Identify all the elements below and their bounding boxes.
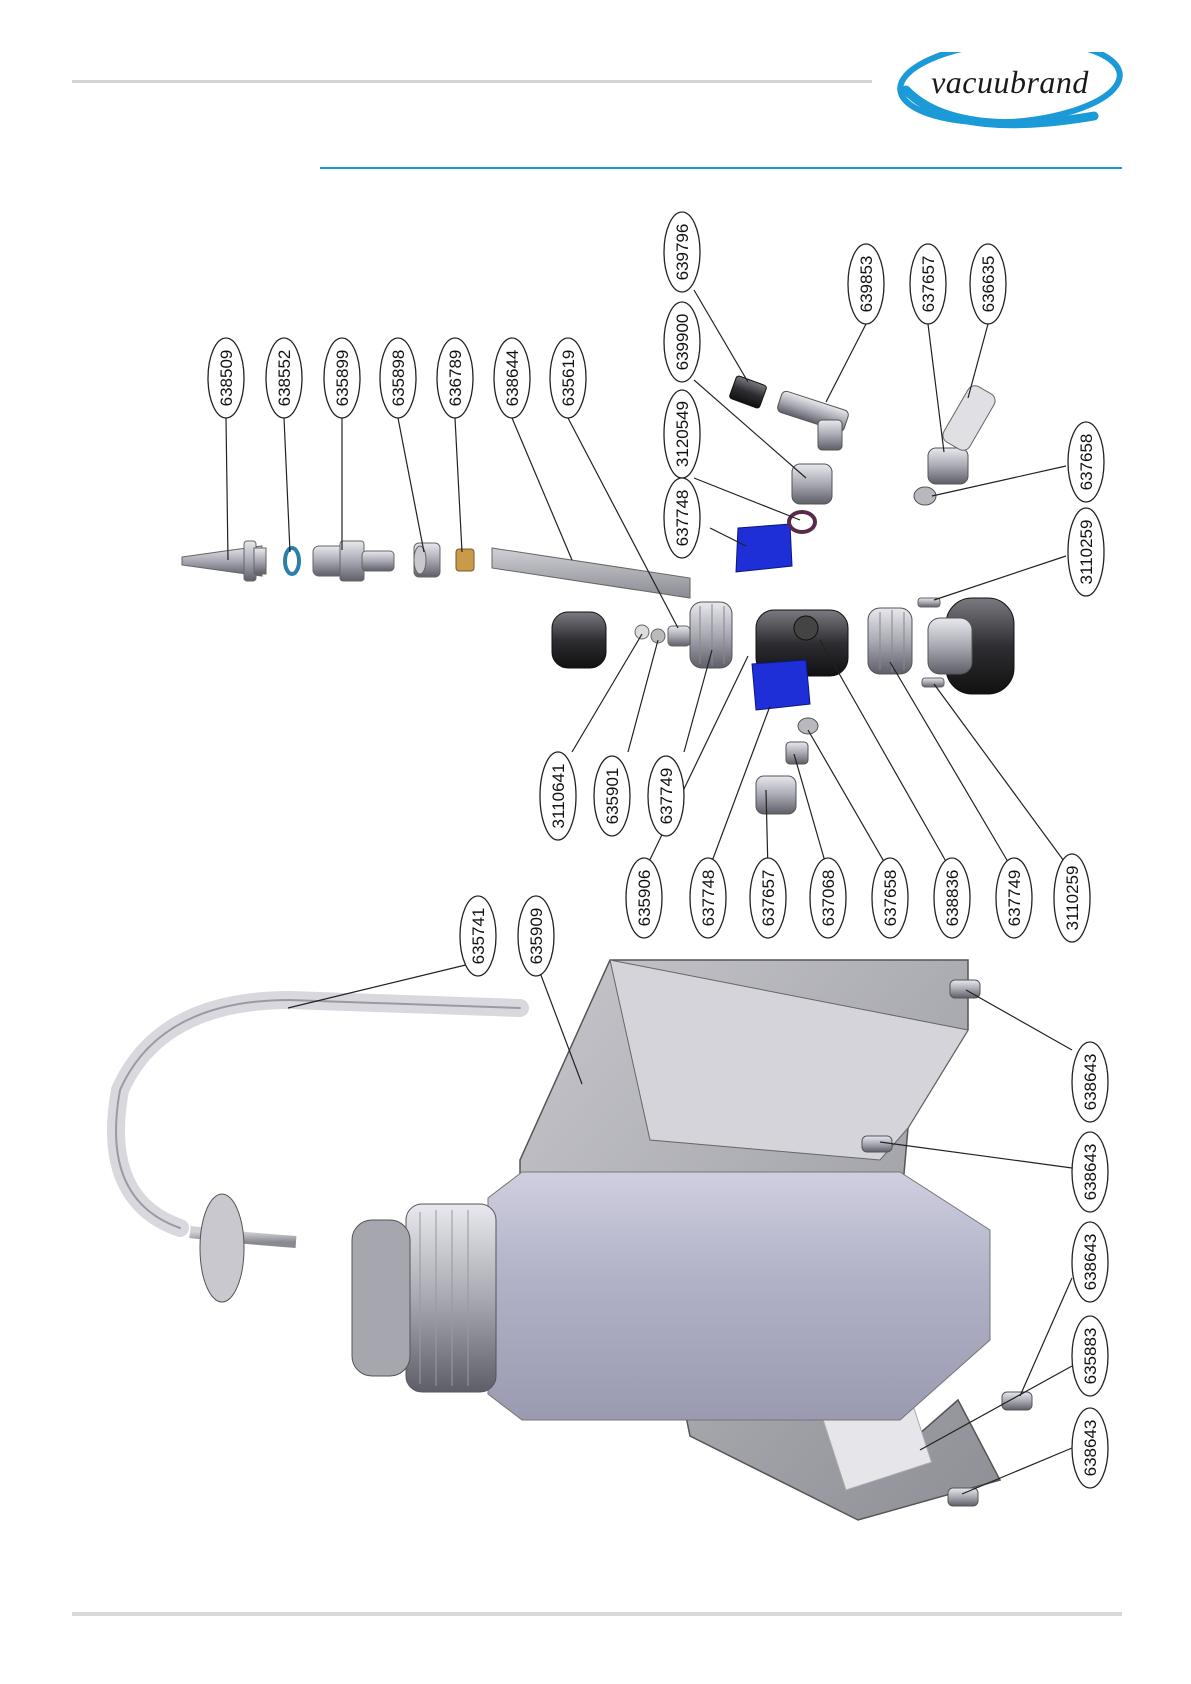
part-label-637749-right: 637749	[996, 858, 1032, 938]
part-label-635741: 635741	[460, 896, 496, 976]
adapter-639900	[792, 464, 832, 504]
part-label-638644: 638644	[494, 338, 530, 418]
part-label-637658-upper: 637658	[1068, 422, 1104, 502]
nut-635898	[414, 543, 440, 577]
part-label-637657-upper: 637657	[910, 244, 946, 324]
part-label-635899: 635899	[324, 338, 360, 418]
svg-text:637657: 637657	[919, 256, 938, 313]
screw-3110259-lower	[922, 678, 944, 687]
part-label-3120549: 3120549	[664, 390, 700, 478]
clip-637748-upper	[736, 524, 792, 572]
part-label-637749-left: 637749	[648, 756, 684, 836]
part-label-637657-lower: 637657	[750, 858, 786, 938]
svg-text:637748: 637748	[699, 870, 718, 927]
part-label-635898: 635898	[380, 338, 416, 418]
svg-text:638509: 638509	[217, 350, 236, 407]
part-label-638643-a: 638643	[1072, 1042, 1108, 1122]
svg-text:638644: 638644	[503, 350, 522, 407]
svg-text:637658: 637658	[881, 870, 900, 927]
ferrule-636789	[456, 549, 474, 571]
svg-text:636635: 636635	[979, 256, 998, 313]
part-label-638836: 638836	[934, 858, 970, 938]
hose-nozzle-638509	[182, 541, 266, 581]
part-label-637748-lower: 637748	[690, 858, 726, 938]
black-cap	[552, 612, 606, 668]
svg-text:639796: 639796	[673, 224, 692, 281]
svg-text:637658: 637658	[1077, 434, 1096, 491]
part-label-635909: 635909	[518, 896, 554, 976]
part-639796	[729, 375, 767, 408]
part-label-635883: 635883	[1072, 1316, 1108, 1396]
svg-text:635899: 635899	[333, 350, 352, 407]
svg-text:635741: 635741	[469, 908, 488, 965]
svg-text:638643: 638643	[1081, 1420, 1100, 1477]
part-label-638509: 638509	[208, 338, 244, 418]
svg-text:637748: 637748	[673, 490, 692, 547]
part-label-638643-b: 638643	[1072, 1132, 1108, 1212]
part-label-635906: 635906	[626, 858, 662, 938]
seal-3120549	[789, 512, 815, 532]
union-nut-637749-left	[690, 602, 732, 668]
coupling-638899	[313, 541, 394, 581]
svg-text:3110259: 3110259	[1063, 866, 1082, 931]
part-label-636635: 636635	[970, 244, 1006, 324]
svg-text:635898: 635898	[389, 350, 408, 407]
knurled-nut-637657-upper	[928, 448, 968, 484]
part-label-637068: 637068	[810, 858, 846, 938]
svg-text:635883: 635883	[1081, 1328, 1100, 1385]
svg-text:637749: 637749	[657, 768, 676, 825]
svg-text:639853: 639853	[857, 256, 876, 313]
svg-text:637657: 637657	[759, 870, 778, 927]
washer-3110641	[635, 625, 649, 639]
svg-text:638552: 638552	[275, 350, 294, 407]
part-label-636789: 636789	[437, 338, 473, 418]
part-label-639796: 639796	[664, 212, 700, 292]
svg-text:3110641: 3110641	[549, 764, 568, 829]
svg-text:638643: 638643	[1081, 1144, 1100, 1201]
part-label-635619: 635619	[550, 338, 586, 418]
svg-text:637068: 637068	[819, 870, 838, 927]
svg-text:637749: 637749	[1005, 870, 1024, 927]
part-label-637658-lower: 637658	[872, 858, 908, 938]
knurled-nut-637657-lower	[756, 776, 796, 814]
svg-text:3110259: 3110259	[1077, 520, 1096, 585]
part-label-3110259-lower: 3110259	[1054, 854, 1090, 942]
part-label-3110259-upper: 3110259	[1068, 508, 1104, 596]
tube-638644	[492, 548, 690, 598]
part-label-637748-upper: 637748	[664, 478, 700, 558]
svg-text:636789: 636789	[446, 350, 465, 407]
svg-text:635909: 635909	[527, 908, 546, 965]
o-ring-638552	[285, 548, 299, 574]
part-label-638552: 638552	[266, 338, 302, 418]
part-label-635901: 635901	[594, 756, 630, 836]
svg-text:638643: 638643	[1081, 1054, 1100, 1111]
angle-connector-639853	[776, 390, 849, 450]
svg-text:639900: 639900	[673, 314, 692, 371]
svg-text:635901: 635901	[603, 768, 622, 825]
part-label-638643-d: 638643	[1072, 1408, 1108, 1488]
insert-637068	[786, 742, 808, 764]
tube-635741	[116, 1000, 520, 1228]
fitting-635619	[668, 626, 690, 646]
svg-text:638643: 638643	[1081, 1234, 1100, 1291]
inline-filter-disc	[200, 1194, 244, 1302]
svg-text:3120549: 3120549	[673, 401, 692, 467]
clip-637748-lower	[752, 660, 810, 710]
svg-text:635906: 635906	[635, 870, 654, 927]
part-label-638643-c: 638643	[1072, 1222, 1108, 1302]
svg-text:638836: 638836	[943, 870, 962, 927]
union-nut-637749-right	[868, 608, 912, 674]
part-label-3110641: 3110641	[540, 752, 576, 840]
ring-637658-lower	[798, 718, 818, 734]
part-label-639853: 639853	[848, 244, 884, 324]
part-label-639900: 639900	[664, 302, 700, 382]
bottle	[352, 1172, 990, 1420]
svg-text:635619: 635619	[559, 350, 578, 407]
